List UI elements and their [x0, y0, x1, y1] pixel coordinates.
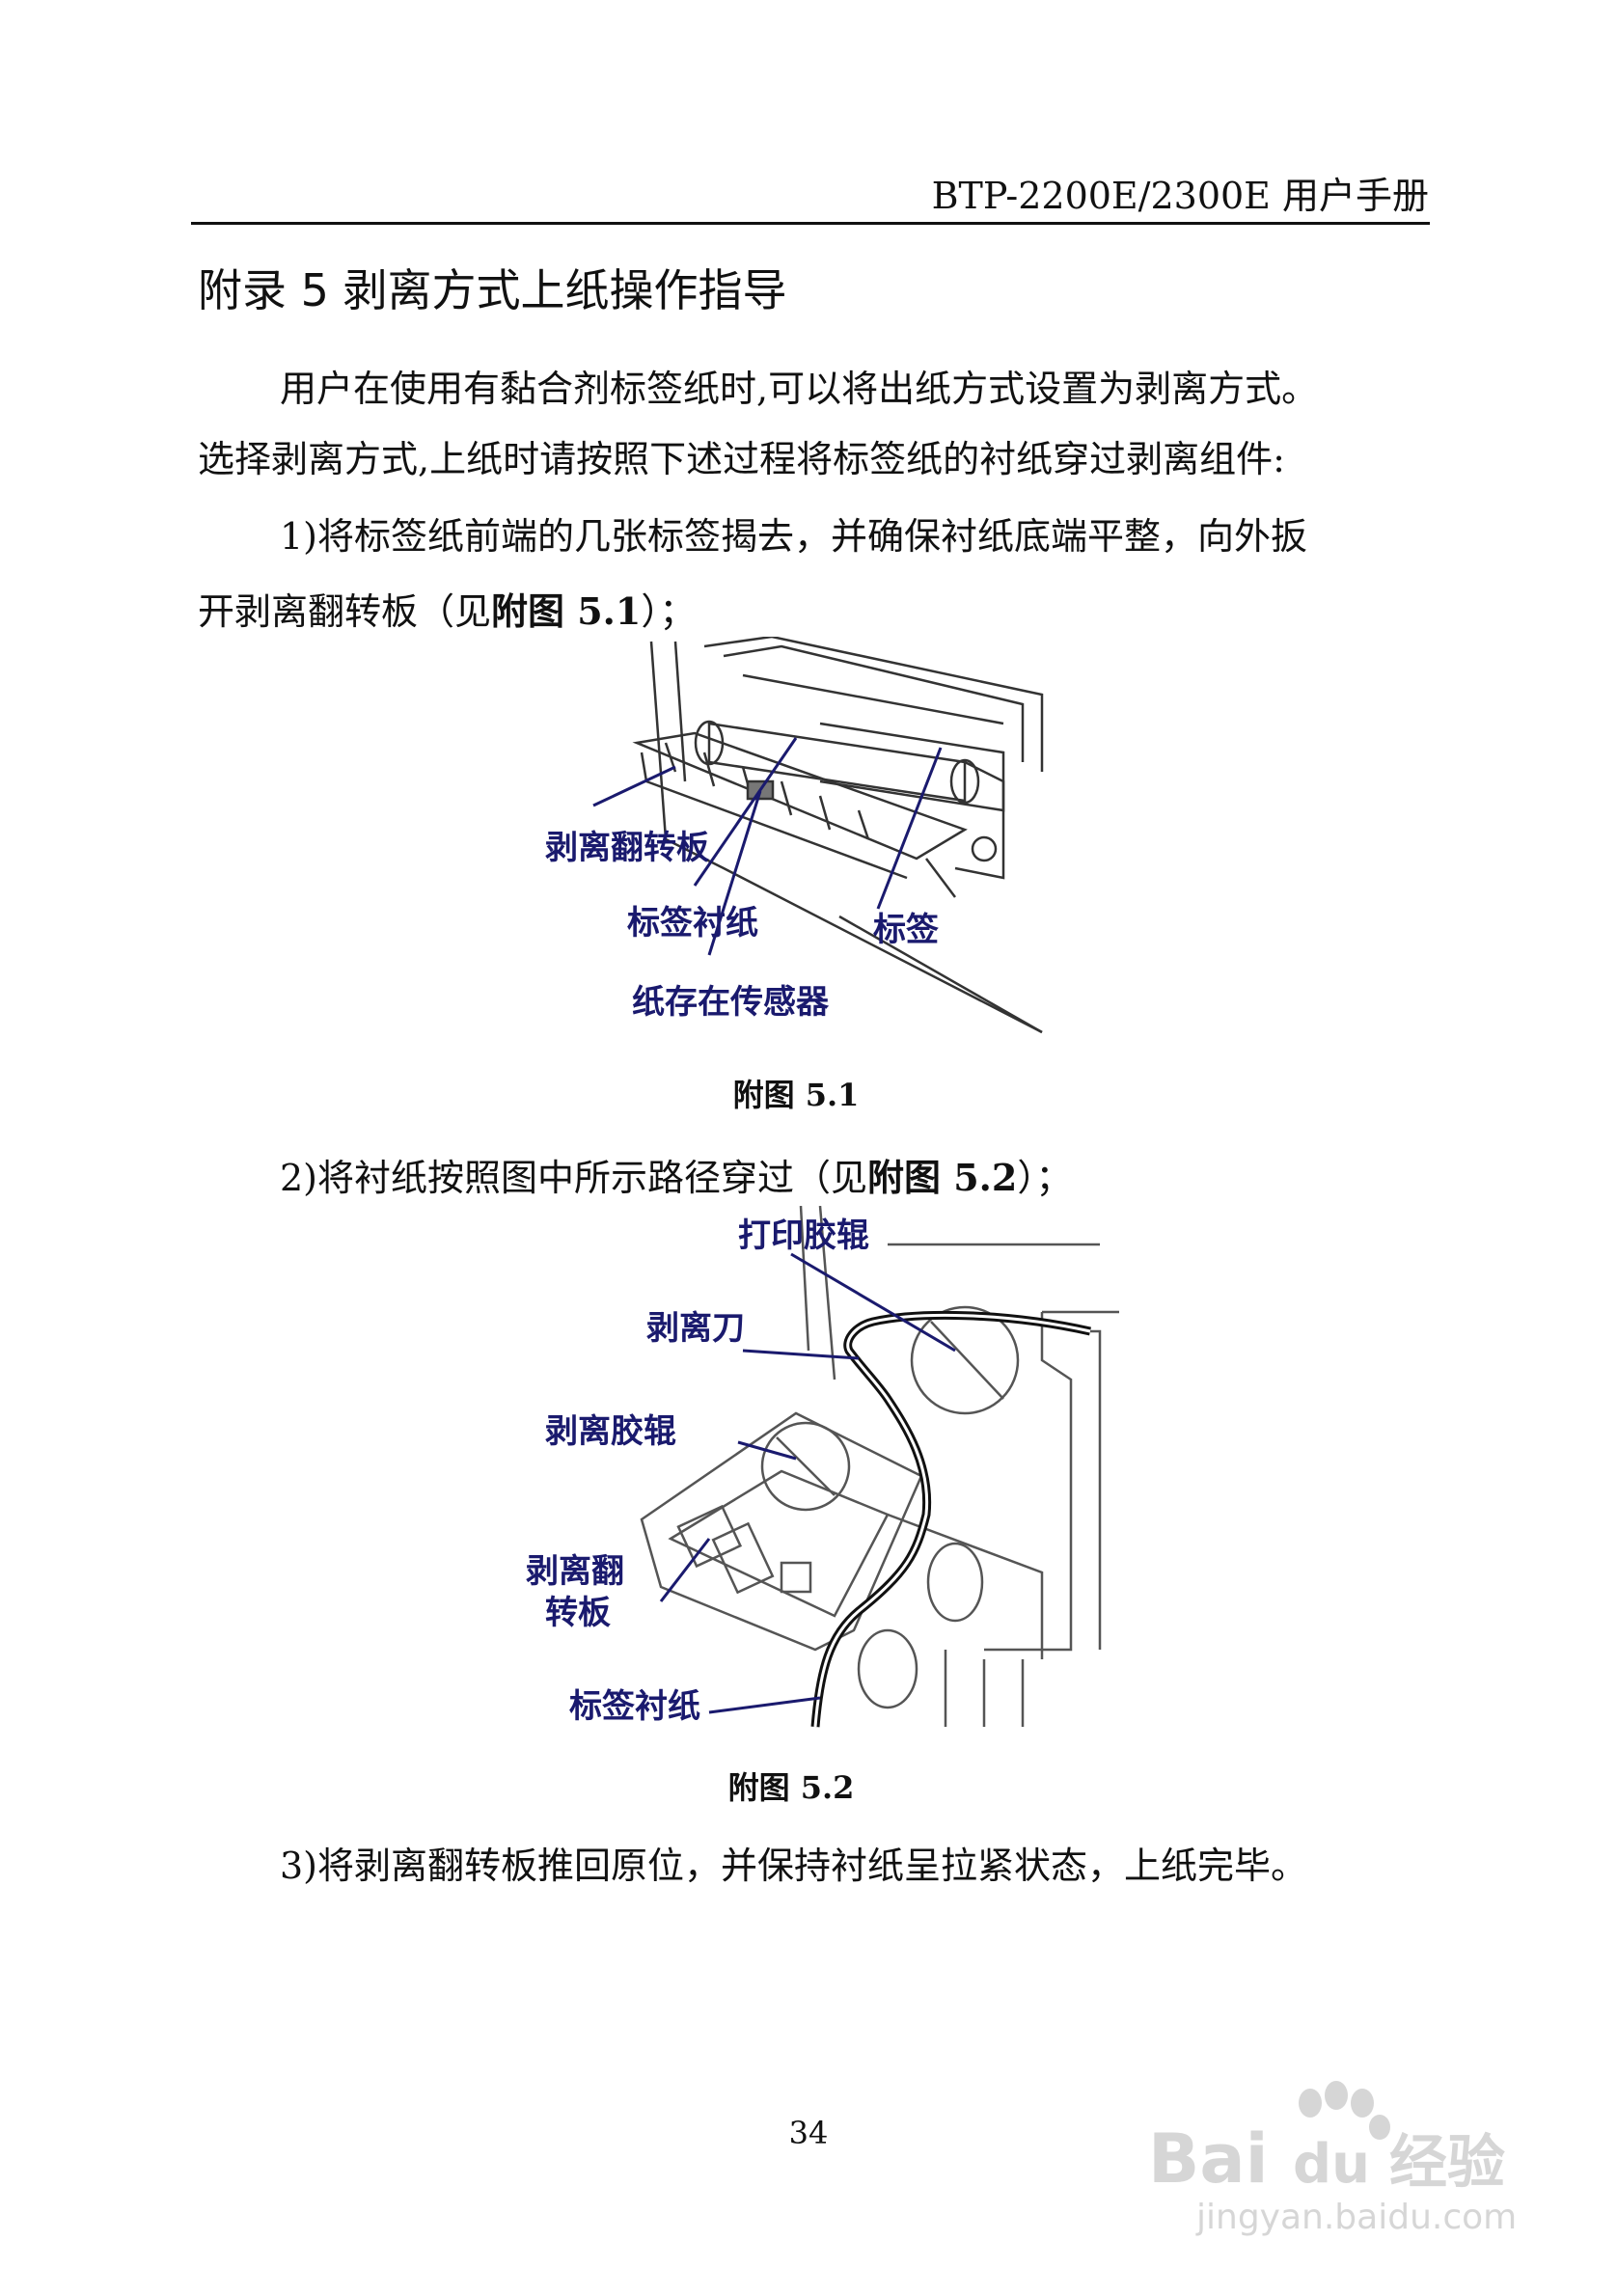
figure-ref-5-1: 附图 5.1 [491, 589, 642, 633]
paw-icon [1299, 2081, 1390, 2140]
step-2-text: 2)将衬纸按照图中所示路径穿过（见 [280, 1157, 868, 1199]
label-sensor: 纸存在传感器 [632, 983, 830, 1022]
label-liner: 标签衬纸 [569, 1687, 700, 1726]
leader-peel-roller [737, 1440, 797, 1461]
step-1-line-1: 1)将标签纸前端的几张标签揭去，并确保衬纸底端平整，向外扳 [280, 515, 1308, 558]
leader-label [876, 747, 943, 910]
step-1-suffix: ）； [641, 590, 697, 633]
leader-print-roller [790, 1252, 956, 1353]
label-liner: 标签衬纸 [627, 904, 758, 943]
intro-line-2: 选择剥离方式,上纸时请按照下述过程将标签纸的衬纸穿过剥离组件: [198, 438, 1285, 480]
appendix-title: 附录 5 剥离方式上纸操作指导 [198, 264, 787, 316]
leader-flip-plate [659, 1538, 711, 1602]
label-flip-plate: 剥离翻转板 [545, 829, 709, 867]
header-rule [191, 222, 1430, 225]
step-1-text: 开剥离翻转板（见 [198, 590, 492, 633]
running-header: BTP-2200E/2300E 用户手册 [931, 175, 1429, 217]
liner-path [810, 1310, 1091, 1728]
leader-flip-plate [592, 765, 676, 807]
peeling-path-drawing [640, 1206, 1119, 1727]
label-flip-plate-1: 剥离翻 [526, 1552, 624, 1591]
figure-5-2-diagram: 打印胶辊 剥离刀 剥离胶辊 剥离翻 转板 标签衬纸 [526, 1206, 1119, 1728]
watermark-brand: Bai [1148, 2119, 1269, 2199]
step-2-suffix: ）； [1017, 1157, 1073, 1199]
step-2-line: 2)将衬纸按照图中所示路径穿过（见附图 5.2）； [280, 1148, 1515, 1201]
figure-5-2-caption: 附图 5.2 [727, 1769, 855, 1806]
leader-sensor [707, 790, 762, 956]
step-1-line-2: 开剥离翻转板（见附图 5.1）； [198, 582, 1433, 635]
baidu-watermark: Bai du 经验 jingyan.baidu.com [1148, 2081, 1517, 2237]
label-label: 标签 [873, 911, 939, 949]
label-knife: 剥离刀 [646, 1309, 745, 1348]
figure-5-1-caption: 附图 5.1 [732, 1077, 860, 1113]
printer-mechanism-drawing [632, 637, 1044, 1034]
page-number: 34 [788, 2115, 829, 2151]
intro-line-1: 用户在使用有黏合剂标签纸时,可以将出纸方式设置为剥离方式。 [280, 368, 1319, 410]
label-print-roller: 打印胶辊 [738, 1216, 869, 1255]
watermark-url: jingyan.baidu.com [1195, 2198, 1517, 2237]
figure-ref-5-2: 附图 5.2 [867, 1156, 1018, 1199]
leader-liner [693, 737, 798, 887]
watermark-brand-suffix: du [1293, 2133, 1370, 2196]
leader-liner-2 [708, 1696, 821, 1714]
step-3-line: 3)将剥离翻转板推回原位，并保持衬纸呈拉紧状态，上纸完毕。 [280, 1845, 1308, 1887]
figure-5-1-diagram: 剥离翻转板 标签衬纸 标签 纸存在传感器 [545, 637, 1044, 1034]
watermark-product: 经验 [1389, 2129, 1505, 2197]
label-flip-plate-2: 转板 [545, 1594, 611, 1632]
leader-knife [742, 1349, 860, 1360]
label-peel-roller: 剥离胶辊 [545, 1412, 676, 1451]
